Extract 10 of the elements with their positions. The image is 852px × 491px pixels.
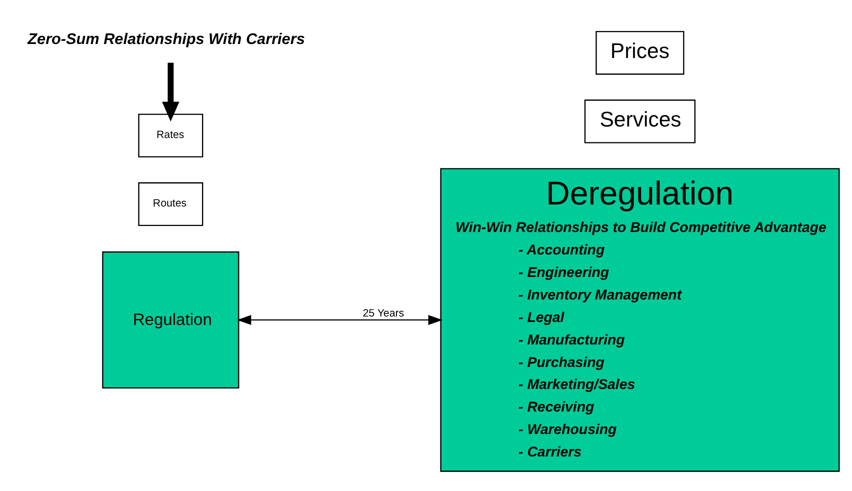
arrow xyxy=(236,315,442,325)
node-box: Services xyxy=(584,100,696,144)
node-box: Rates xyxy=(138,114,204,158)
node-box: Deregulation Win-Win Relationships to Build Competitive Advantage - Accounting - Engineering - Inventory Management - Legal - Manufacturing - Purchasing - Marketing/Sales - Receiving - Warehousing - Carriers xyxy=(440,168,840,472)
node-box: Regulation xyxy=(102,251,240,389)
edge-label: 25 Years xyxy=(362,308,404,320)
node-box: Prices xyxy=(596,30,684,75)
node-box: Routes xyxy=(138,182,204,226)
node-text: Zero-Sum Relationships With Carriers xyxy=(28,30,305,48)
arrow xyxy=(162,62,180,122)
